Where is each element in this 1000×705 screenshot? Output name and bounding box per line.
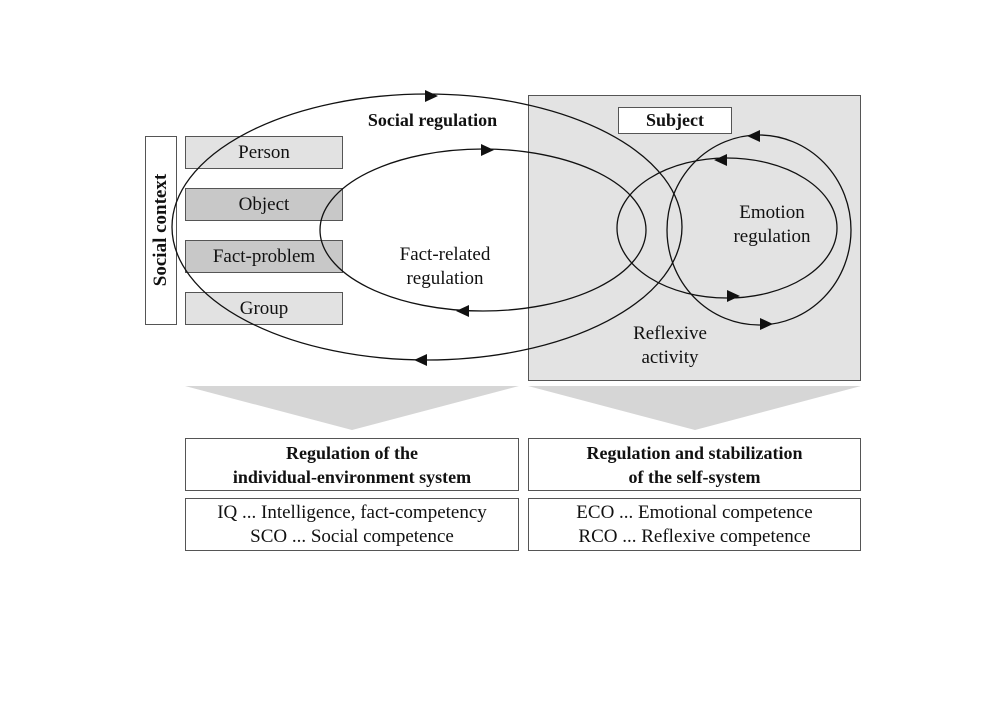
reflexive-activity-line-2: activity [641,347,699,368]
right-system-competences: ECO ... Emotional competence RCO ... Ref… [528,498,861,551]
emotion-regulation-line-1: Emotion [739,202,805,223]
right-funnel [528,386,861,430]
subject-panel [528,95,861,381]
subject-label: Subject [646,110,704,130]
arrow-reflexive-bottom [760,318,773,330]
fact-regulation-line-2: regulation [406,268,484,289]
competence-rco: RCO ... Reflexive competence [578,525,811,547]
competence-iq: IQ ... Intelligence, fact-competency [217,501,487,523]
social-regulation-cycle [171,93,683,361]
fact-regulation-label: Fact-related regulation [370,243,520,291]
context-item-fact-problem: Fact-problem [185,240,343,273]
arrow-social-top [425,90,438,102]
left-system-title-line-2: individual-environment system [232,466,472,487]
fact-regulation-line-1: Fact-related [399,244,491,265]
left-system-title-line-1: Regulation of the [286,442,418,463]
context-item-person: Person [185,136,343,169]
left-system-title: Regulation of the individual-environment… [185,438,519,491]
competence-eco: ECO ... Emotional competence [576,501,813,523]
arrow-reflexive-top [747,130,760,142]
right-system-title-line-1: Regulation and stabilization [586,442,803,463]
arrow-fact-bottom [456,305,469,317]
left-system-competences: IQ ... Intelligence, fact-competency SCO… [185,498,519,551]
arrow-social-bottom [414,354,427,366]
reflexive-activity-label: Reflexive activity [610,322,730,370]
left-funnel [185,386,519,430]
social-regulation-label: Social regulation [367,110,498,130]
context-item-object: Object [185,188,343,221]
subject-box: Subject [618,107,732,134]
emotion-regulation-line-2: regulation [733,226,811,247]
competence-sco: SCO ... Social competence [250,525,454,547]
right-system-title-line-2: of the self-system [628,466,761,487]
right-system-title: Regulation and stabilization of the self… [528,438,861,491]
arrow-fact-top [481,144,494,156]
arrow-emotion-bottom [727,290,740,302]
emotion-regulation-label: Emotion regulation [712,201,832,249]
reflexive-activity-line-1: Reflexive [633,323,707,344]
arrow-emotion-top [714,154,727,166]
